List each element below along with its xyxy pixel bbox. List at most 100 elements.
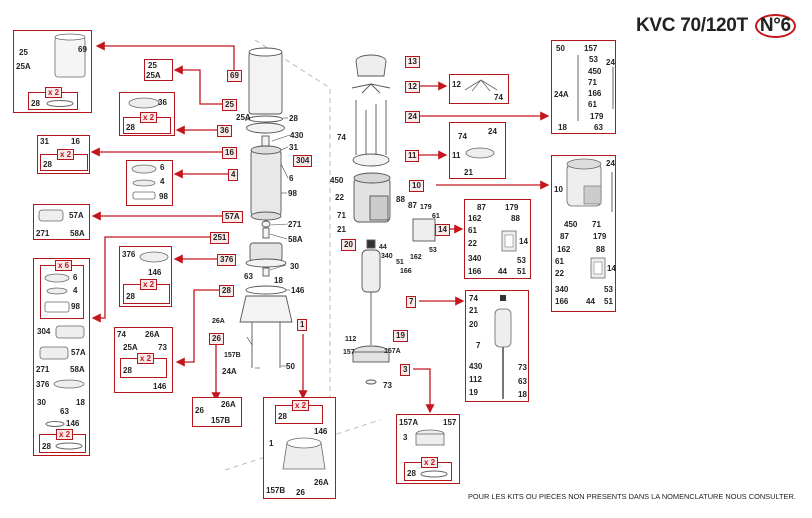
kit-label: 157A [399, 418, 419, 427]
kit-label: 28 [126, 123, 135, 132]
tag-10[interactable]: 10 [409, 180, 424, 192]
kit-label: 162 [468, 214, 482, 223]
callout-271: 271 [288, 220, 302, 229]
kit-label: 71 [592, 220, 601, 229]
stage-stack [250, 149, 282, 217]
tag-20[interactable]: 20 [341, 239, 356, 251]
kit-label: 88 [511, 214, 520, 223]
kit-label: 51 [604, 297, 613, 306]
kit-label: 24A [554, 90, 569, 99]
kit-label: 73 [158, 343, 167, 352]
tag-28[interactable]: 28 [219, 285, 234, 297]
tag-304[interactable]: 304 [293, 155, 313, 167]
kit-label: 146 [148, 268, 162, 277]
qty-badge: x 2 [57, 149, 75, 160]
callout-28: 28 [289, 114, 298, 123]
kit-label: 24 [606, 58, 615, 67]
kit-57A[interactable]: 57A 271 58A [33, 204, 90, 240]
tag-4[interactable]: 4 [228, 169, 239, 181]
tag-57A[interactable]: 57A [222, 211, 243, 223]
qty-badge: x 6 [55, 260, 73, 271]
kit-label: 28 [278, 412, 287, 421]
kit-25[interactable]: 25 25A [144, 59, 173, 81]
callout-31: 31 [289, 143, 298, 152]
callout-450: 450 [330, 176, 344, 185]
kit-376[interactable]: 376 146 x 2 28 [119, 246, 172, 307]
tag-69[interactable]: 69 [227, 70, 242, 82]
kit-label: 6 [160, 163, 165, 172]
tag-11[interactable]: 11 [405, 150, 420, 162]
tag-26[interactable]: 26 [209, 333, 224, 345]
kit-label: 28 [42, 442, 51, 451]
tag-24[interactable]: 24 [405, 111, 420, 123]
tag-25[interactable]: 25 [222, 99, 237, 111]
kit-26[interactable]: 26 26A 157B [192, 397, 242, 427]
tag-16[interactable]: 16 [222, 147, 237, 159]
kit-251[interactable]: x 6 6 4 98 304 57A 271 58A 376 30 18 63 … [33, 258, 90, 456]
kit-11[interactable]: 74 24 11 21 [449, 122, 506, 179]
callout-166: 166 [400, 268, 412, 275]
kit-label: 22 [468, 239, 477, 248]
callout-162: 162 [410, 254, 422, 261]
kit-label: 12 [452, 80, 461, 89]
kit-16[interactable]: 31 16 x 2 28 [37, 135, 90, 174]
kit-10[interactable]: 24 10 450 71 87 179 162 88 61 22 14 340 … [551, 155, 616, 312]
kit-label: 25A [123, 343, 138, 352]
kit-7[interactable]: 74 21 20 7 430 73 112 63 19 18 [465, 290, 529, 402]
tag-1[interactable]: 1 [297, 319, 308, 331]
kit-label: 14 [519, 237, 528, 246]
leader-69 [95, 41, 235, 71]
kit-label: 179 [590, 112, 604, 121]
tag-3[interactable]: 3 [400, 364, 411, 376]
kit-label: 21 [464, 168, 473, 177]
kit-69[interactable]: 25 25A 69 x 2 28 [13, 30, 92, 113]
kit-label: 20 [469, 320, 478, 329]
callout-18: 18 [274, 276, 283, 285]
fan-12 [351, 83, 391, 94]
kit-4[interactable]: 6 4 98 [126, 160, 173, 206]
kit-sub-oring: x 2 28 [275, 400, 323, 424]
rotor-7 [361, 249, 381, 293]
sleeve-part [248, 51, 283, 115]
kit-label: 61 [588, 100, 597, 109]
kit-label: 166 [468, 267, 482, 276]
tag-251[interactable]: 251 [210, 232, 230, 244]
kit-label: 1 [269, 439, 274, 448]
callout-179: 179 [420, 204, 432, 211]
kit-label: 25 [19, 48, 28, 57]
qty-badge: x 2 [140, 279, 158, 290]
kit-sub-oring: x 2 28 [39, 429, 86, 453]
tag-13[interactable]: 13 [405, 56, 420, 68]
tag-376[interactable]: 376 [217, 254, 237, 266]
kit-label: 162 [557, 245, 571, 254]
kit-label: 50 [556, 44, 565, 53]
tag-36[interactable]: 36 [217, 125, 232, 137]
kit-label: 28 [123, 366, 132, 375]
kit-label: 19 [469, 388, 478, 397]
kit-leader-lines [90, 41, 550, 414]
kit-3[interactable]: 157A 157 3 x 2 28 [396, 414, 460, 484]
kit-14[interactable]: 87 179 162 88 61 22 14 340 53 166 44 51 [464, 199, 531, 279]
tag-12[interactable]: 12 [405, 81, 420, 93]
tag-19[interactable]: 19 [393, 330, 408, 342]
kit-label: 14 [607, 264, 616, 273]
exploded-assembly [239, 47, 436, 385]
kit-label: 157B [266, 486, 286, 495]
tag-14[interactable]: 14 [435, 224, 450, 236]
kit-36[interactable]: 36 x 2 28 [119, 92, 175, 136]
kit-1[interactable]: x 2 28 146 1 157B 26 26A [263, 397, 336, 499]
kit-sub-oring: x 2 28 [28, 87, 78, 110]
callout-44: 44 [379, 244, 387, 251]
kit-label: 4 [160, 177, 165, 186]
kit-24[interactable]: 50 157 53 24 450 24A 71 166 61 179 18 63 [551, 40, 616, 134]
kit-12[interactable]: 12 74 [449, 74, 509, 104]
kit-label: 6 [73, 273, 78, 282]
kit-label: 24 [488, 127, 497, 136]
kit-28[interactable]: 74 26A 25A 73 x 2 28 146 [114, 327, 173, 393]
kit-label: 18 [518, 390, 527, 399]
kit-label: 10 [554, 185, 563, 194]
tag-7[interactable]: 7 [406, 296, 417, 308]
kit-label: 61 [555, 257, 564, 266]
callout-157B: 157B [224, 352, 241, 359]
qty-badge: x 2 [137, 353, 155, 364]
